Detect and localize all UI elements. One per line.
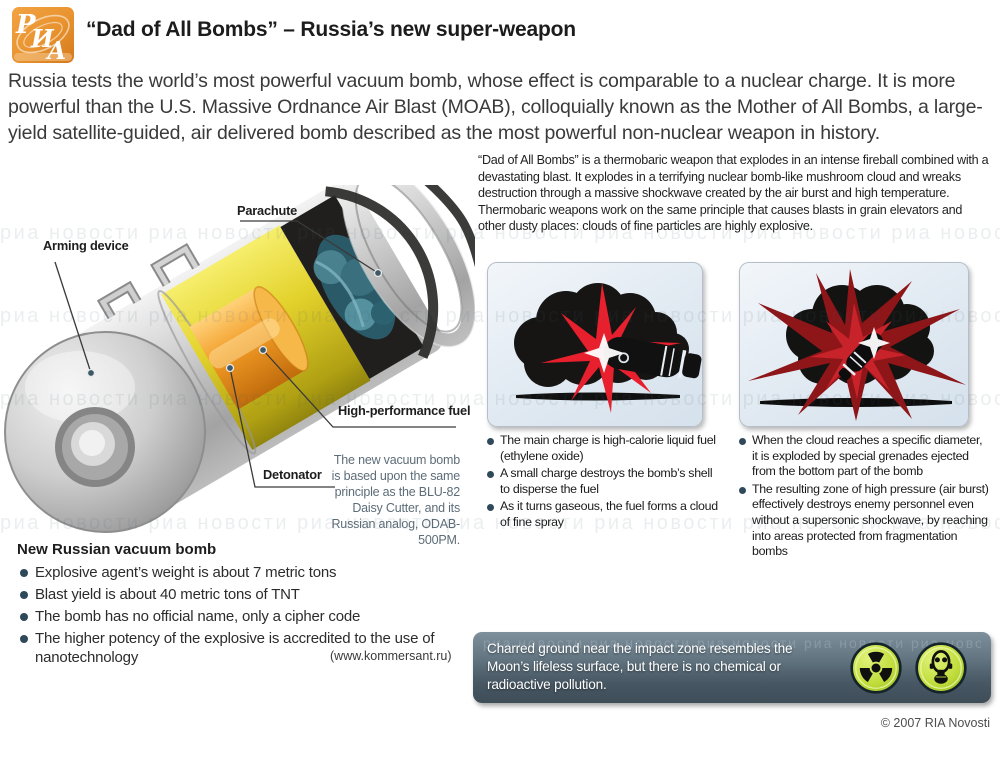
ground-line bbox=[516, 392, 680, 401]
specs-heading: New Russian vacuum bomb bbox=[17, 541, 217, 558]
source-link-text: (www.kommersant.ru) bbox=[330, 649, 452, 663]
burst-core bbox=[584, 333, 624, 373]
list-item: A small charge destroys the bomb’s shell… bbox=[487, 466, 719, 497]
logo-letter-a: А bbox=[45, 36, 67, 63]
ria-novosti-logo: Р И А bbox=[12, 7, 74, 63]
list-item: As it turns gaseous, the fuel forms a cl… bbox=[487, 499, 719, 530]
list-item: Explosive agent’s weight is about 7 metr… bbox=[18, 563, 468, 582]
page-title: “Dad of All Bombs” – Russia’s new super-… bbox=[86, 18, 576, 41]
footer-note-text: Charred ground near the impact zone rese… bbox=[487, 641, 793, 692]
bomb-nose bbox=[4, 331, 206, 533]
suspension-lugs bbox=[96, 242, 201, 320]
label-detonator: Detonator bbox=[263, 467, 322, 482]
label-parachute: Parachute bbox=[237, 203, 298, 218]
description-paragraph: “Dad of All Bombs” is a thermobaric weap… bbox=[478, 153, 989, 234]
burst-core bbox=[858, 327, 890, 359]
list-item: Blast yield is about 40 metric tons of T… bbox=[18, 585, 468, 604]
panel-air-burst bbox=[739, 262, 969, 427]
dispersal-illustration bbox=[514, 283, 702, 413]
footer-note-bar: риа новости риа новости риа новости риа … bbox=[473, 632, 991, 703]
copyright-text: © 2007 RIA Novosti bbox=[880, 716, 990, 730]
comparison-note: The new vacuum bomb is based upon the sa… bbox=[331, 453, 460, 547]
logo-letter-i: И bbox=[30, 24, 55, 53]
air-burst-bullet-list: When the cloud reaches a specific diamet… bbox=[739, 433, 989, 562]
main-charge-cylinder bbox=[189, 286, 309, 410]
leader-lines bbox=[54, 220, 456, 488]
specs-list: Explosive agent’s weight is about 7 metr… bbox=[18, 563, 468, 670]
intro-paragraph: Russia tests the world’s most powerful v… bbox=[8, 70, 983, 144]
bomb-cutaway-diagram bbox=[4, 185, 475, 533]
logo-letter-r: Р bbox=[15, 10, 37, 40]
bomb-silhouette bbox=[603, 336, 702, 379]
list-item: The bomb has no official name, only a ci… bbox=[18, 607, 468, 626]
dispersal-bullet-list: The main charge is high-calorie liquid f… bbox=[487, 433, 719, 533]
list-item: The higher potency of the explosive is a… bbox=[18, 629, 468, 667]
label-arming-device: Arming device bbox=[43, 238, 129, 253]
watermark: риа новости риа новости риа новости риа … bbox=[483, 635, 981, 651]
callout-dots bbox=[86, 268, 383, 378]
gas-mask-glyph bbox=[929, 650, 953, 684]
list-item: The main charge is high-calorie liquid f… bbox=[487, 433, 719, 464]
gas-mask-icon bbox=[915, 642, 967, 694]
radiation-icon bbox=[850, 642, 902, 694]
list-item: The resulting zone of high pressure (air… bbox=[739, 482, 989, 560]
air-burst-illustration bbox=[748, 269, 966, 421]
list-item: When the cloud reaches a specific diamet… bbox=[739, 433, 989, 480]
label-high-performance-fuel: High-performance fuel bbox=[338, 403, 471, 418]
panel-fuel-dispersal bbox=[487, 262, 703, 427]
